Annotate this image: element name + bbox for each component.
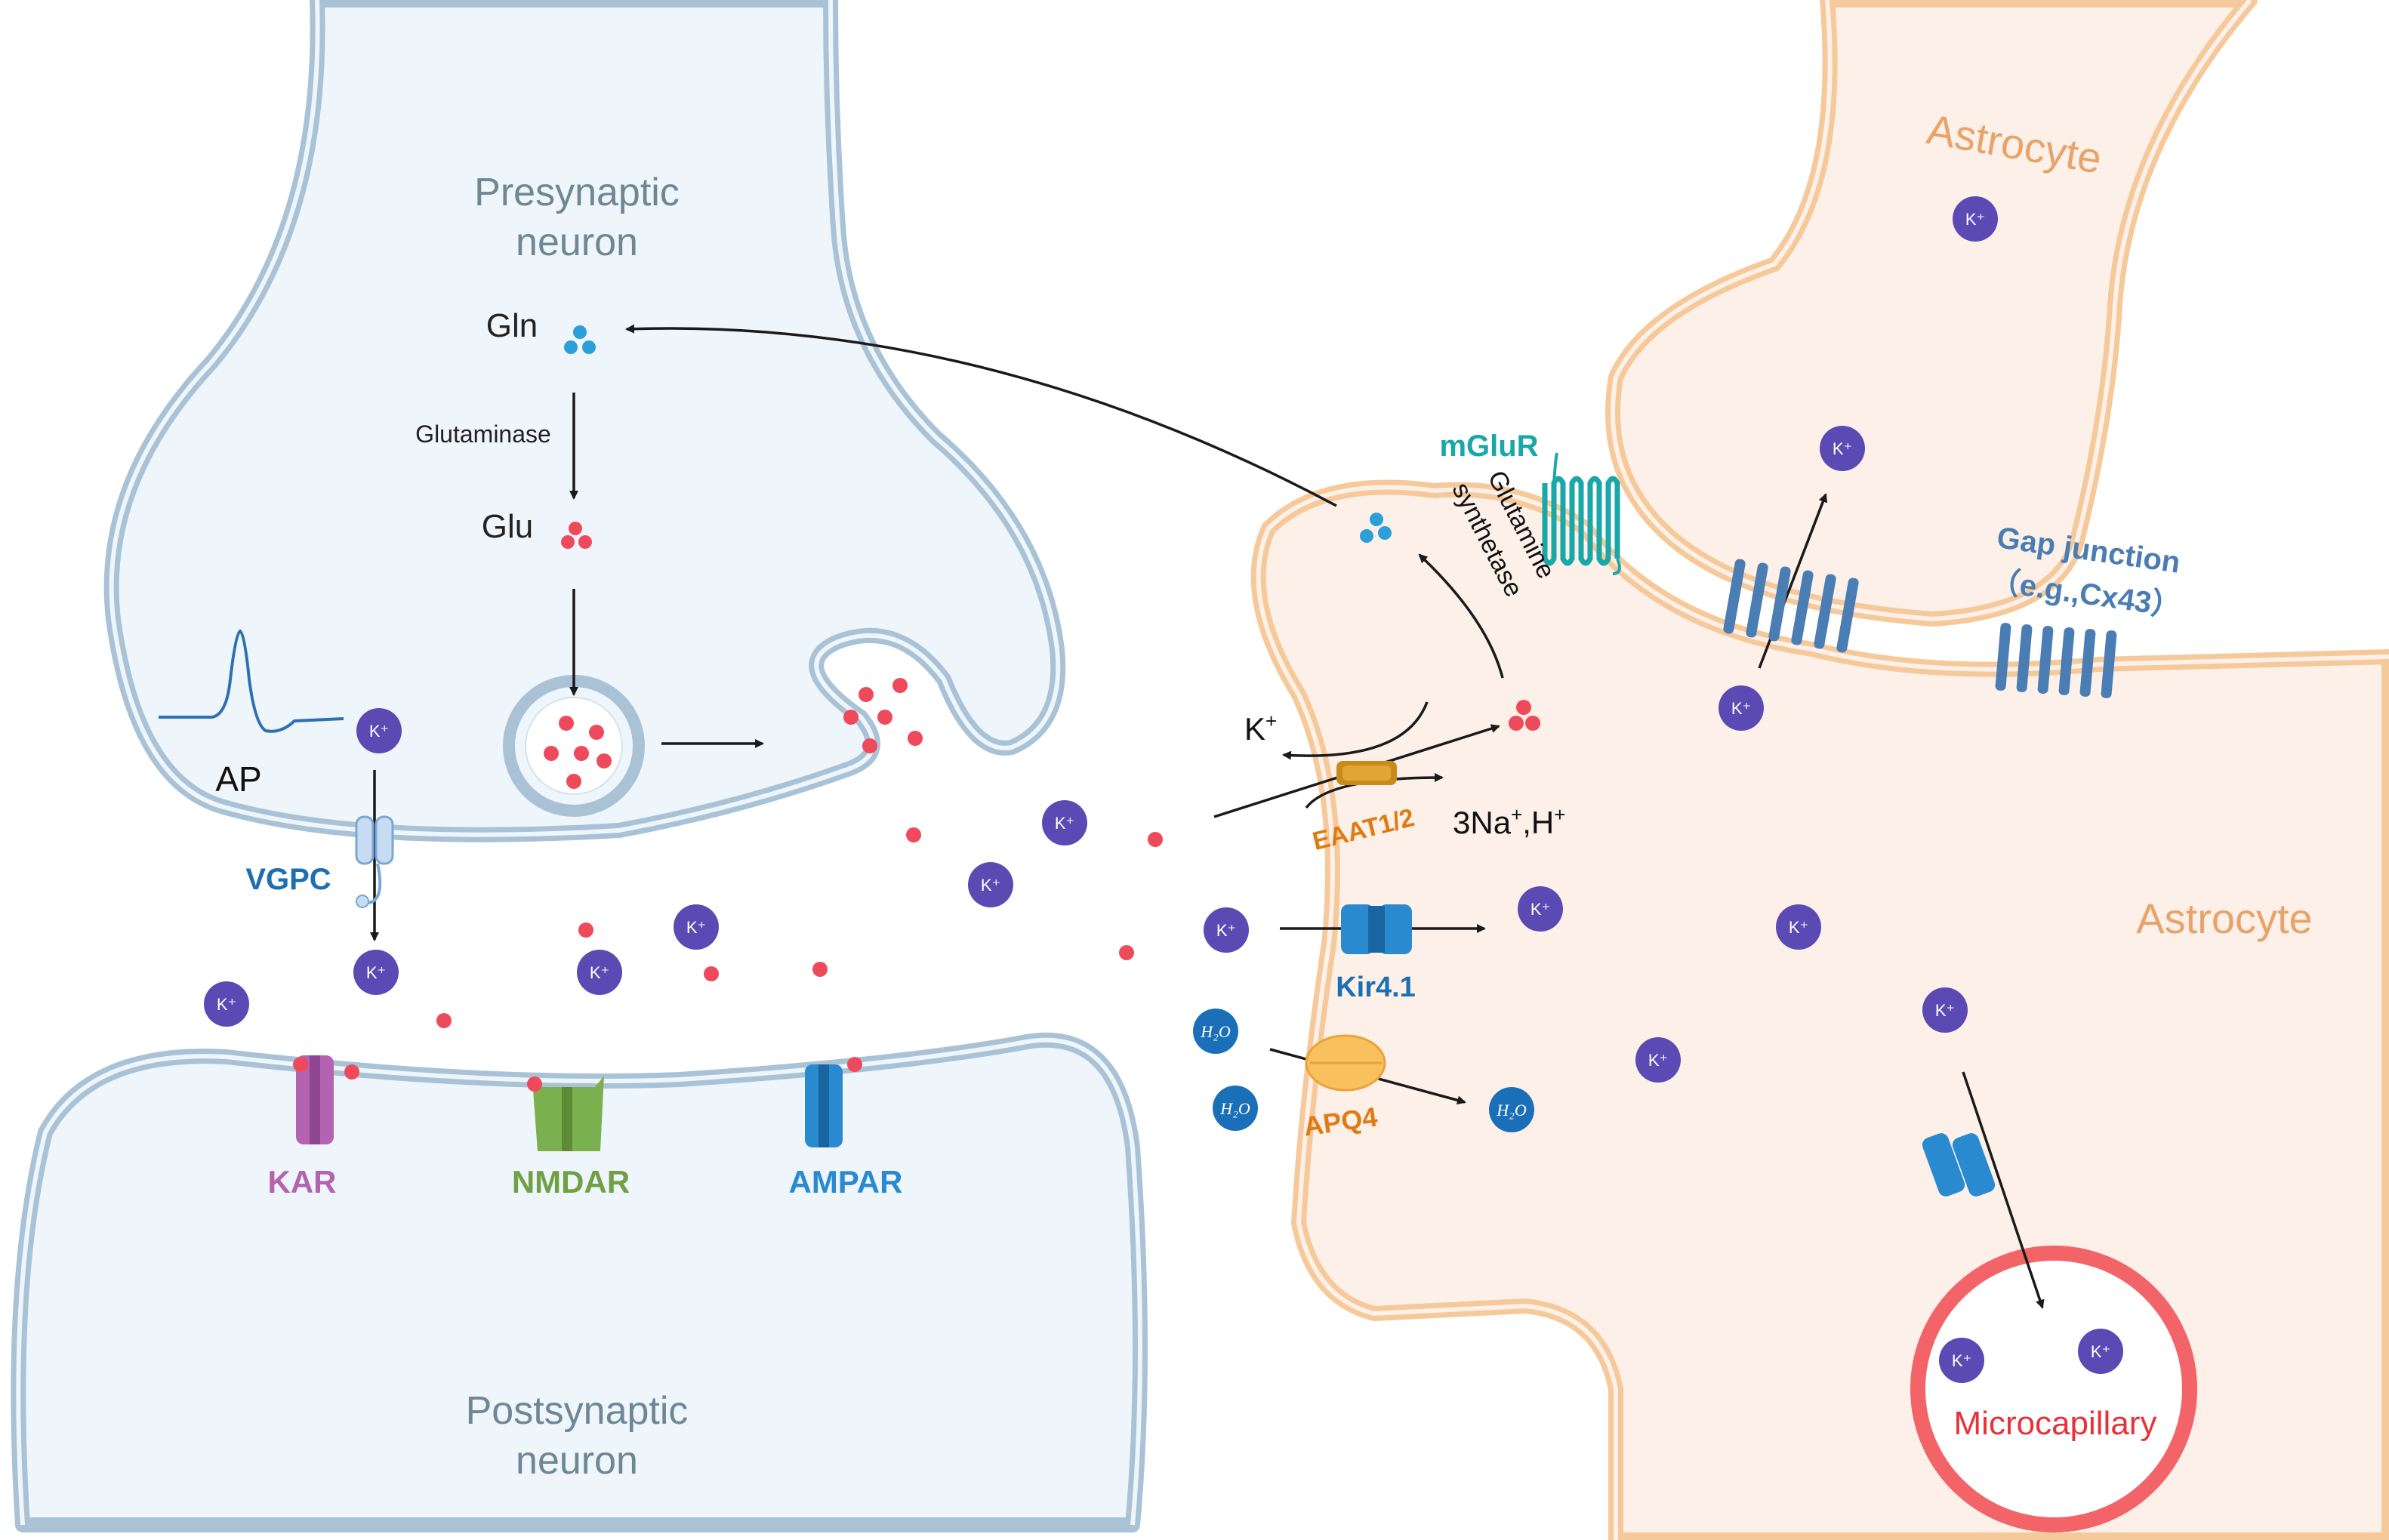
water-molecule: H₂O (1213, 1086, 1258, 1131)
glu-label: Glu (482, 508, 533, 545)
svg-text:K⁺: K⁺ (2091, 1342, 2110, 1361)
gap-junction-1 (1723, 559, 1859, 653)
microcapillary (1910, 1246, 2197, 1532)
nmdar-label: NMDAR (512, 1164, 630, 1200)
svg-text:K⁺: K⁺ (1833, 439, 1852, 458)
glutamate-cleft (436, 827, 1163, 1028)
k-out-label: K+ (1244, 710, 1277, 747)
potassium-ion: K⁺ (1953, 196, 1998, 242)
svg-text:K⁺: K⁺ (1789, 918, 1808, 937)
arrow-glutamine-synthetase (1418, 553, 1504, 679)
glutamate-astrocyte (1509, 700, 1540, 731)
ampar-receptor (805, 1057, 862, 1147)
potassium-ion: K⁺ (1922, 987, 1968, 1033)
kar-receptor (293, 1055, 359, 1144)
potassium-ion: K⁺ (968, 862, 1013, 907)
nmdar-receptor (527, 1076, 604, 1151)
astrocyte-cells (1250, 0, 2389, 1540)
glutaminase-label: Glutaminase (415, 420, 551, 448)
microcapillary-label: Microcapillary (1954, 1405, 2157, 1442)
svg-text:K⁺: K⁺ (1965, 210, 1985, 229)
kir-label: Kir4.1 (1336, 972, 1416, 1003)
potassium-ion: K⁺ (1776, 904, 1821, 950)
svg-text:K⁺: K⁺ (369, 722, 389, 741)
svg-text:K⁺: K⁺ (1731, 699, 1751, 718)
potassium-ion: K⁺ (1042, 800, 1087, 845)
svg-text:K⁺: K⁺ (1648, 1051, 1668, 1070)
water-molecule: H₂O (1193, 1009, 1238, 1054)
ap-label: AP (215, 759, 261, 799)
glutamate-cluster-presynaptic (561, 522, 592, 549)
glutamate-released (843, 678, 923, 753)
potassium-ion: K⁺ (1939, 1338, 1984, 1383)
postsynaptic-label-line1: Postsynaptic (466, 1389, 689, 1433)
kir41-channel (1341, 904, 1412, 954)
vgpc-label: VGPC (245, 863, 331, 896)
svg-text:K⁺: K⁺ (1952, 1351, 1971, 1370)
potassium-ion: K⁺ (1635, 1037, 1681, 1083)
arrow-gln-return (625, 324, 1337, 507)
glutamine-cluster-presynaptic (564, 325, 596, 354)
svg-text:K⁺: K⁺ (686, 918, 706, 937)
astrocyte-upper (1605, 0, 2258, 627)
eaat-transporter (1336, 761, 1397, 785)
svg-text:K⁺: K⁺ (1531, 900, 1550, 919)
potassium-ion: K⁺ (1204, 907, 1249, 953)
neurons (11, 0, 1148, 1532)
presynaptic-label-line1: Presynaptic (474, 171, 680, 214)
ampar-label: AMPAR (789, 1164, 903, 1200)
potassium-ion: K⁺ (353, 950, 399, 995)
mglur-receptor (1542, 452, 1621, 575)
potassium-ions: K⁺ K⁺ K⁺ K⁺ K⁺ K⁺ K⁺ K⁺ K⁺ K⁺ K⁺ K⁺ K⁺ K… (204, 196, 2123, 1383)
apq4-channel (1305, 1034, 1386, 1092)
svg-text:H₂O: H₂O (1219, 1099, 1250, 1118)
synaptic-vesicle (503, 675, 645, 817)
svg-text:K⁺: K⁺ (366, 963, 386, 982)
svg-text:H₂O: H₂O (1200, 1022, 1231, 1041)
svg-text:K⁺: K⁺ (1935, 1001, 1955, 1020)
capillary-channel (1922, 1133, 1996, 1197)
water-molecule: H₂O (1489, 1087, 1534, 1132)
potassium-ion: K⁺ (1719, 685, 1764, 731)
svg-text:H₂O: H₂O (1496, 1101, 1527, 1120)
svg-text:K⁺: K⁺ (981, 876, 1000, 895)
glutamate-in-vesicle (544, 716, 612, 789)
svg-text:K⁺: K⁺ (1055, 814, 1074, 833)
astrocyte-right-label: Astrocyte (2136, 895, 2312, 942)
action-potential-trace (159, 629, 344, 733)
mglur-label: mGluR (1439, 430, 1538, 463)
kar-label: KAR (268, 1164, 337, 1200)
presynaptic-label-line2: neuron (516, 220, 638, 264)
svg-text:K⁺: K⁺ (590, 963, 609, 982)
potassium-ion: K⁺ (1518, 886, 1563, 932)
glutamine-cluster-astrocyte (1360, 513, 1392, 543)
arrow-to-capillary (1962, 1071, 2045, 1309)
arrow-eaat-k-out (1282, 701, 1429, 760)
potassium-ion: K⁺ (2078, 1329, 2123, 1374)
gln-label: Gln (486, 307, 538, 344)
gap-junction-2 (1995, 623, 2117, 698)
potassium-ion: K⁺ (1820, 426, 1865, 471)
water-molecules: H₂O H₂O H₂O (1193, 1009, 1534, 1132)
svg-text:K⁺: K⁺ (1216, 921, 1236, 940)
potassium-ion: K⁺ (577, 950, 622, 995)
potassium-ion: K⁺ (674, 904, 719, 950)
labels: Presynaptic neuron Postsynaptic neuron A… (215, 105, 2312, 1483)
svg-text:K⁺: K⁺ (217, 995, 236, 1014)
postsynaptic-label-line2: neuron (516, 1439, 638, 1483)
na-h-label: 3Na+,H+ (1453, 803, 1565, 840)
potassium-ion: K⁺ (356, 708, 402, 753)
vgpc-channel (355, 815, 394, 908)
potassium-ion: K⁺ (204, 981, 249, 1027)
